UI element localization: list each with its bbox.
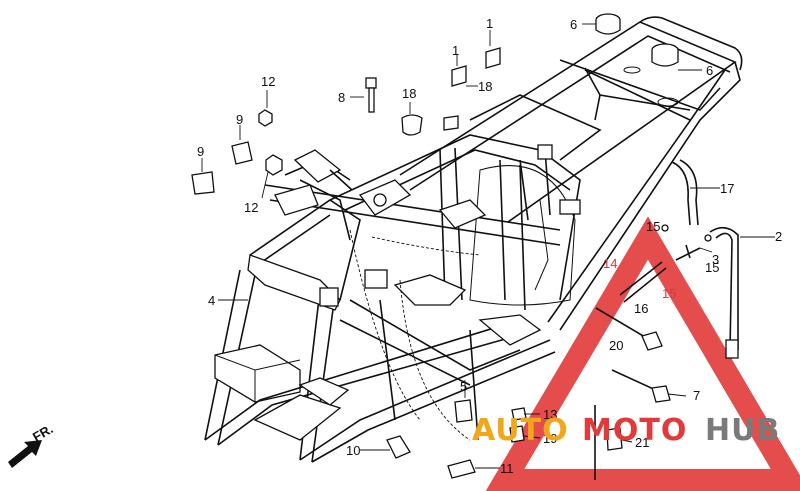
callout-1b: 1 xyxy=(452,43,459,58)
front-direction-arrow xyxy=(8,440,42,468)
spacer-5 xyxy=(454,399,473,423)
watermark-hub: HUB xyxy=(705,413,780,448)
callout-9a: 9 xyxy=(236,112,243,127)
callout-10: 10 xyxy=(346,443,360,458)
callout-19: 19 xyxy=(543,431,557,446)
callout-21: 21 xyxy=(635,435,649,450)
callout-13: 13 xyxy=(543,407,557,422)
bolt-8 xyxy=(365,77,377,113)
rubber-mounts-6 xyxy=(595,13,679,67)
callout-15c: 15 xyxy=(662,286,676,301)
tee-joint-3 xyxy=(661,224,712,261)
callout-9b: 9 xyxy=(197,144,204,159)
clamps-9 xyxy=(191,141,253,195)
tube-14 xyxy=(619,261,667,303)
callout-4: 4 xyxy=(208,293,215,308)
callout-3: 3 xyxy=(712,252,719,267)
hose-17 xyxy=(671,159,699,226)
callout-12a: 12 xyxy=(261,74,275,89)
callout-20: 20 xyxy=(609,338,623,353)
cap-18 xyxy=(401,114,459,136)
callout-17: 17 xyxy=(720,181,734,196)
watermark-text: AUTO MOTO HUB xyxy=(472,413,780,448)
watermark-auto: AUTO xyxy=(472,413,569,448)
callout-18a: 18 xyxy=(402,86,416,101)
callout-15b: 15 xyxy=(705,260,719,275)
callout-7: 7 xyxy=(693,388,700,403)
callout-8: 8 xyxy=(338,90,345,105)
leader-lines xyxy=(201,23,775,469)
callout-16: 16 xyxy=(634,301,648,316)
watermark-logo xyxy=(485,216,800,491)
callout-6a: 6 xyxy=(570,17,577,32)
callout-5: 5 xyxy=(460,379,467,394)
callout-12b: 12 xyxy=(244,200,258,215)
callout-14: 14 xyxy=(603,256,617,271)
breather-hose-2 xyxy=(709,226,739,359)
callout-1a: 1 xyxy=(486,16,493,31)
callout-18b: 18 xyxy=(478,79,492,94)
callout-2: 2 xyxy=(775,229,782,244)
watermark-moto: MOTO xyxy=(582,413,687,448)
callout-6b: 6 xyxy=(706,63,713,78)
collars-13-19 xyxy=(509,407,527,443)
nuts-12 xyxy=(258,109,283,176)
callout-15a: 15 xyxy=(646,219,660,234)
callout-11: 11 xyxy=(500,461,514,476)
clamps-10-11 xyxy=(386,435,476,479)
clips-1 xyxy=(451,47,501,87)
main-frame xyxy=(204,16,743,463)
bolt-21 xyxy=(594,405,623,480)
callout-numbers: 1 1 2 3 4 5 6 6 7 8 9 9 10 11 12 12 13 1… xyxy=(197,16,782,476)
long-bolts-16-7 xyxy=(595,307,671,403)
